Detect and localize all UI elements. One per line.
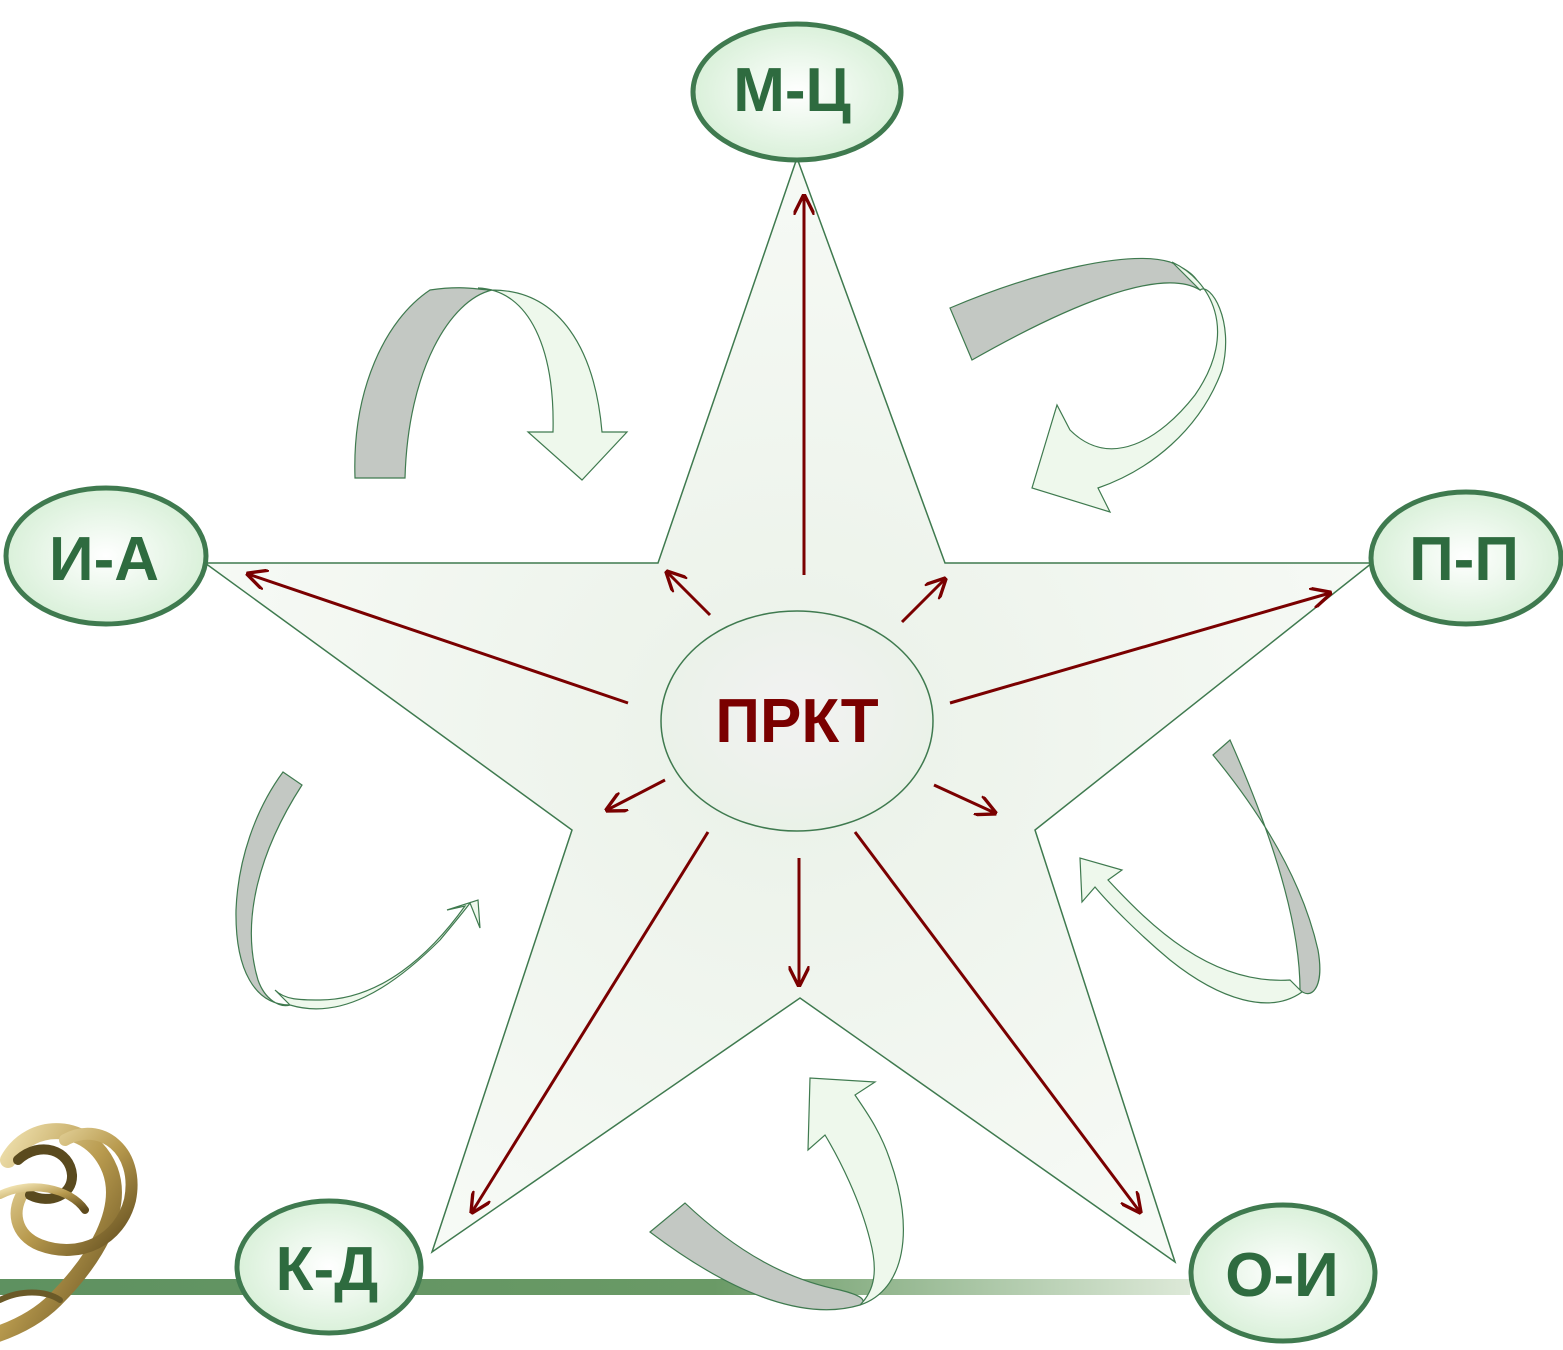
center-label: ПРКТ <box>715 687 878 756</box>
arrow-to-bottom-right <box>853 831 1140 1212</box>
node-bottom-left-label: К-Д <box>276 1235 379 1304</box>
node-bottom-right-label: О-И <box>1225 1241 1338 1310</box>
node-top: М-Ц <box>690 21 904 163</box>
cycle-arrow-3 <box>1079 739 1321 1004</box>
cycle-arrow-4 <box>649 1077 904 1311</box>
cycle-arrow-5 <box>235 771 481 1010</box>
footer-line <box>0 1279 1190 1295</box>
arrow-to-lower-right-notch <box>933 783 995 813</box>
cycle-arrow-1 <box>354 287 629 481</box>
arrow-to-lower-left-notch <box>607 778 666 810</box>
node-top-label: М-Ц <box>733 56 851 125</box>
radial-arrows <box>248 196 1330 1212</box>
cycle-arrow-2 <box>949 257 1227 513</box>
swirl-logo <box>0 1123 138 1342</box>
arrow-to-upper-right-notch <box>900 579 945 624</box>
node-left-label: И-А <box>49 525 159 594</box>
node-right: П-П <box>1368 489 1563 627</box>
center-node: ПРКТ <box>660 610 934 832</box>
arrow-to-bottom-left <box>472 831 710 1212</box>
node-left: И-А <box>3 485 209 627</box>
arrow-to-left <box>248 574 629 705</box>
arrow-to-right <box>949 593 1330 705</box>
node-bottom-left: К-Д <box>234 1198 424 1336</box>
node-right-label: П-П <box>1409 525 1519 594</box>
arrow-to-upper-left-notch <box>667 572 712 617</box>
node-bottom-right: О-И <box>1188 1202 1378 1344</box>
